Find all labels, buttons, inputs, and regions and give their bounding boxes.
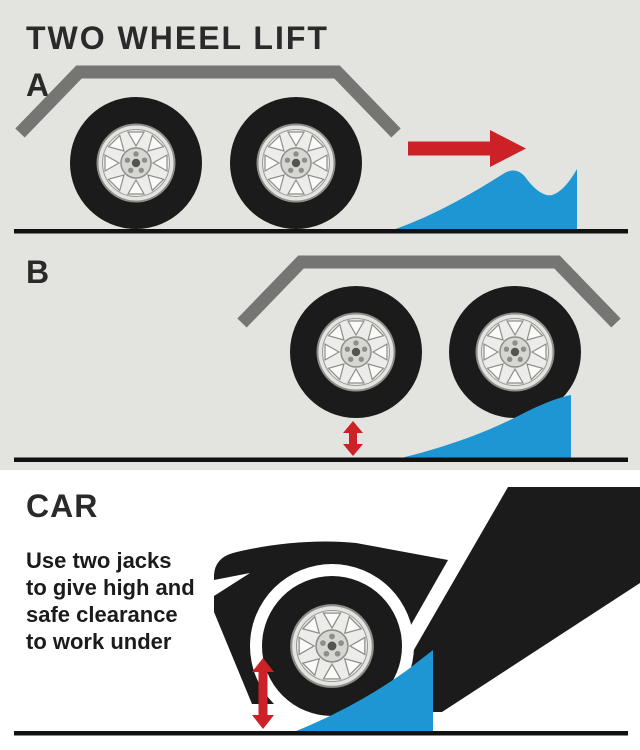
panel-a-label: A [26, 67, 50, 103]
ground-line [14, 731, 628, 736]
trailer-fender [15, 65, 401, 138]
panel-b: B [14, 254, 628, 462]
trailer-fender [237, 255, 621, 328]
caption-line: to work under [26, 629, 172, 654]
ramp [286, 650, 433, 735]
caption-line: safe clearance [26, 602, 178, 627]
wheel [289, 285, 423, 419]
vertical-double-arrow-icon [343, 421, 363, 456]
right-arrow-icon [408, 130, 526, 167]
ground-line [14, 229, 628, 234]
headlight-notch [214, 573, 250, 596]
caption-line: Use two jacks [26, 548, 172, 573]
panel-car: CAR Use two jacks to give high and safe … [14, 487, 640, 736]
wheel [69, 96, 203, 230]
ramp [384, 169, 577, 233]
panel-b-label: B [26, 254, 50, 290]
ramp [389, 395, 571, 461]
ground-line [14, 457, 628, 462]
page-title: TWO WHEEL LIFT [26, 20, 329, 56]
wheel [229, 96, 363, 230]
panel-a: TWO WHEEL LIFT A [14, 20, 628, 234]
car-door-silhouette [378, 487, 640, 712]
panel-car-label: CAR [26, 488, 98, 524]
vertical-double-arrow-icon [252, 658, 274, 729]
caption-line: to give high and [26, 575, 195, 600]
